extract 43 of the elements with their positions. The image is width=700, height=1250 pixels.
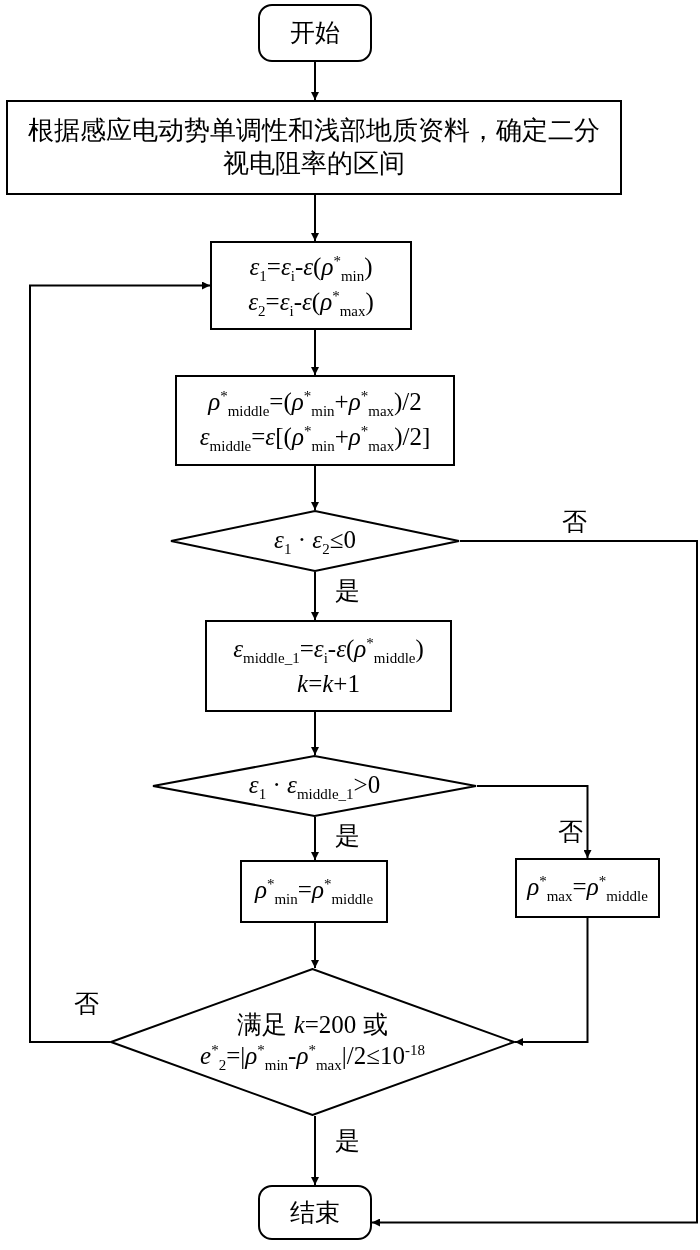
formula-text: ε$_{1}$ · ε$_{2}$≤0	[274, 524, 356, 559]
formula-text: ε$_{1}$ · ε$_{middle_1}$>0	[248, 769, 381, 804]
process-box	[210, 241, 412, 330]
edge-label: 否	[556, 818, 585, 846]
formula-text: 满足 k=200 或	[237, 1010, 388, 1040]
formula-text: ρ$^{*}$$_{middle}$=(ρ$^{*}$$_{min}$+ρ$^{*}$$_{max}$)/2	[208, 386, 422, 421]
formula-text: ε$_{2}$=ε$_{i}$-ε(ρ$^{*}$$_{max}$)	[248, 286, 374, 321]
decision-diamond	[170, 510, 460, 572]
arrow	[311, 465, 319, 511]
decision-diamond	[110, 968, 515, 1116]
arrow	[311, 1115, 319, 1186]
arrow	[29, 281, 211, 1043]
formula-text: e$^{*}$$_{2}$=|ρ$^{*}$$_{min}$-ρ$^{*}$$_{max}$|/2≤10$^{-18}$	[200, 1040, 425, 1075]
arrow	[311, 329, 319, 376]
step-text: 根据感应电动势单调性和浅部地质资料，确定二分视电阻率的区间	[27, 115, 601, 180]
edge-label: 是	[333, 1127, 362, 1155]
process-box	[205, 620, 452, 712]
edge-label: 是	[333, 822, 362, 850]
edge-label: 否	[560, 508, 589, 536]
arrow	[311, 61, 319, 101]
process-box	[515, 858, 660, 918]
arrow	[371, 540, 698, 1227]
formula-text: ε$_{1}$=ε$_{i}$-ε(ρ$^{*}$$_{min}$)	[249, 251, 373, 286]
process-box	[240, 860, 388, 923]
terminal-box	[258, 4, 372, 62]
arrow	[514, 917, 589, 1046]
arrow	[311, 711, 319, 756]
step-text: 开始	[290, 18, 340, 49]
process-box	[6, 100, 622, 195]
process-box	[175, 375, 455, 466]
terminal-box	[258, 1185, 372, 1240]
edge-label: 否	[72, 990, 101, 1018]
step-text: 结束	[290, 1197, 340, 1228]
formula-text: k=k+1	[297, 668, 360, 699]
decision-diamond	[152, 755, 477, 817]
arrow	[311, 816, 319, 861]
formula-text: ε$_{middle_1}$=ε$_{i}$-ε(ρ$^{*}$$_{middle}$)	[233, 633, 424, 668]
edge-label: 是	[333, 577, 362, 605]
arrow	[311, 922, 319, 969]
arrow	[311, 194, 319, 242]
formula-text: ε$_{middle}$=ε[(ρ$^{*}$$_{min}$+ρ$^{*}$$_{max}$)/2]	[199, 421, 431, 456]
arrow	[476, 785, 592, 859]
arrow	[311, 571, 319, 621]
